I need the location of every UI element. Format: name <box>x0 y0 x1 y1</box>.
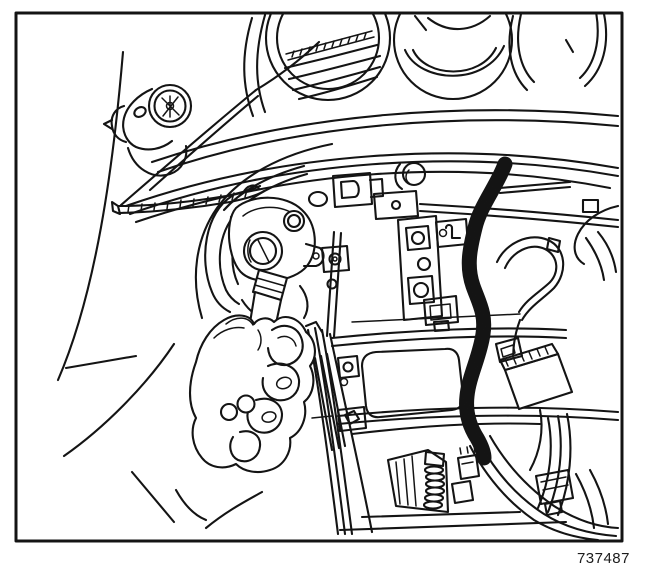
illustration-border <box>14 11 624 543</box>
dashboard-cowl-curves <box>124 109 620 224</box>
fastener-and-socket <box>227 196 325 282</box>
dash-support-rails <box>418 180 620 282</box>
dashboard-air-vents <box>243 14 608 118</box>
wiring-harness-bundle <box>468 412 620 540</box>
console-column-edge <box>304 320 374 536</box>
floor-duct-and-connectors <box>386 445 481 514</box>
mounting-bracket-cluster <box>307 161 470 433</box>
a-pillar-and-door-edge <box>56 40 321 382</box>
corrugated-wire-conduit <box>459 156 513 466</box>
technician-hand <box>62 314 316 530</box>
door-striker-cylinder <box>102 83 193 177</box>
figure-number: 737487 <box>576 550 630 567</box>
relay-module <box>494 336 574 472</box>
